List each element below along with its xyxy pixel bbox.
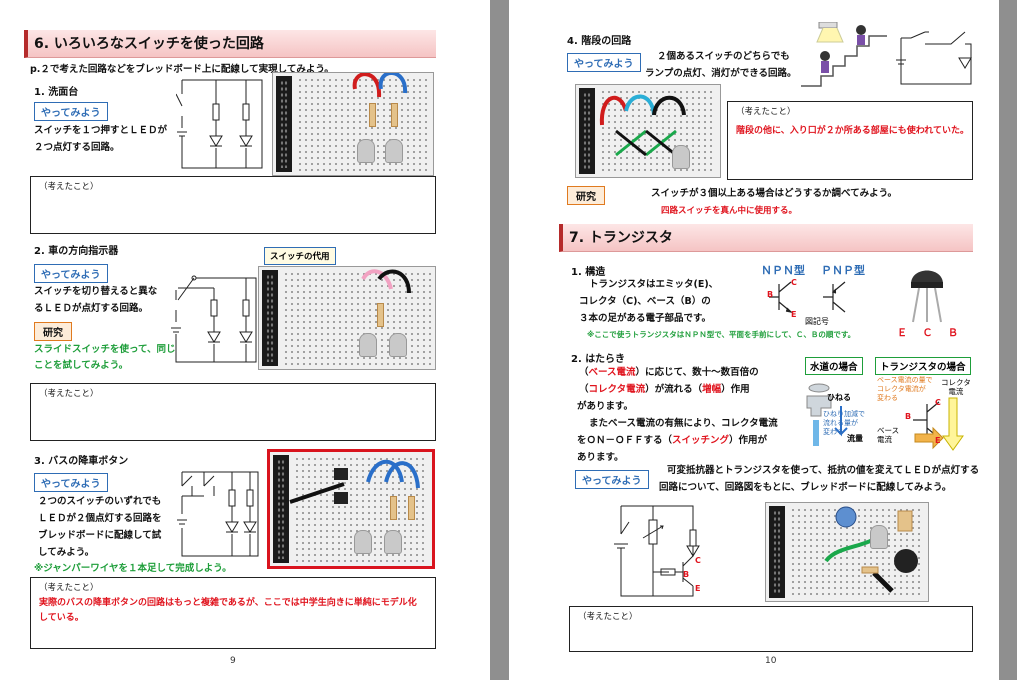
s2-think-box[interactable]: （考えたこと） xyxy=(30,383,436,441)
s1-title: 1. 洗面台 xyxy=(34,87,79,98)
tr-pin-e: E xyxy=(695,584,701,593)
page-10: 4. 階段の回路 やってみよう ２個あるスイッチのどちらでも ランプの点灯、消灯… xyxy=(509,0,999,680)
function-line-6: あります。 xyxy=(577,452,624,463)
pin-order-label: Ｅ Ｃ Ｂ xyxy=(897,328,964,339)
s2-callout: スイッチの代用 xyxy=(264,247,336,265)
structure-line-1: トランジスタはエミッタ(E)、 xyxy=(589,279,719,290)
tr-pin-c: C xyxy=(695,556,701,565)
page-9: 6. いろいろなスイッチを使った回路 p.２で考えた回路などをブレッドボード上に… xyxy=(0,0,490,680)
intro-text: p.２で考えた回路などをブレッドボード上に配線して実現してみよう。 xyxy=(30,64,334,75)
function-line-2: （コレクタ電流）が流れる（増幅）作用 xyxy=(579,384,750,395)
s4-research-text: スイッチが３個以上ある場合はどうするか調べてみよう。 xyxy=(651,188,898,199)
s3-desc-3: ブレッドボードに配線して試 xyxy=(38,530,162,541)
tr-try-line-2: 回路について、回路図をもとに、ブレッドボードに配線してみよう。 xyxy=(659,482,952,493)
npn-pin-e: E xyxy=(791,310,797,319)
s1-circuit-diagram xyxy=(176,76,268,172)
s3-think-answer-1: 実際のバスの降車ボタンの回路はもっと複雑であるが、ここでは中学生向きに単純にモデ… xyxy=(39,598,417,608)
tr-pin-b: B xyxy=(683,570,690,579)
faucet-illustration xyxy=(801,376,871,452)
s4-research-answer: 四路スイッチを真ん中に使用する。 xyxy=(661,206,798,216)
section-title-6: 6. いろいろなスイッチを使った回路 xyxy=(24,30,436,58)
s3-think-box[interactable]: （考えたこと） 実際のバスの降車ボタンの回路はもっと複雑であるが、ここでは中学生… xyxy=(30,577,436,649)
tr-try-tag: やってみよう xyxy=(575,470,649,489)
s2-research-tag: 研究 xyxy=(34,322,72,341)
s4-stairs-illustration xyxy=(801,22,887,88)
s2-breadboard xyxy=(258,266,436,370)
s2-desc-2: るＬＥＤが点灯する回路。 xyxy=(34,303,149,314)
s1-desc-1: スイッチを１つ押すとＬＥＤが xyxy=(34,125,168,136)
transistor-symbols xyxy=(765,278,855,316)
function-line-3: があります。 xyxy=(577,401,634,412)
s1-think-title: （考えたこと） xyxy=(39,182,99,192)
flow-pin-c: C xyxy=(935,398,941,407)
transistor-photo xyxy=(907,262,947,324)
s4-try-tag: やってみよう xyxy=(567,53,641,72)
flow-label: 流量 xyxy=(847,434,863,443)
s4-breadboard xyxy=(575,84,721,178)
s3-try-tag: やってみよう xyxy=(34,473,108,492)
s3-title: 3. バスの降車ボタン xyxy=(34,456,129,467)
twist-label: ひねる xyxy=(827,393,851,402)
function-line-1: （ベース電流）に応じて、数十～数百倍の xyxy=(579,367,759,378)
s2-title: 2. 車の方向指示器 xyxy=(34,246,119,257)
page-number-left: 9 xyxy=(230,656,236,666)
page-number-right: 10 xyxy=(765,656,777,666)
s4-think-box[interactable]: （考えたこと） 階段の他に、入り口が２か所ある部屋にも使われていた。 xyxy=(727,101,973,180)
s1-breadboard xyxy=(272,72,434,176)
structure-note: ※ここで使うトランジスタはＮＰＮ型で、平面を手前にして、Ｃ、Ｂの順です。 xyxy=(587,330,856,339)
s3-note: ※ジャンパーワイヤを１本足して完成しよう。 xyxy=(34,563,232,574)
collector-current-label: コレクタ電流 xyxy=(941,378,971,396)
s1-think-box[interactable]: （考えたこと） xyxy=(30,176,436,234)
s3-desc-2: ＬＥＤが２個点灯する回路を xyxy=(38,513,162,524)
transistor-case-label: トランジスタの場合 xyxy=(875,357,971,375)
base-current-label: ベース電流 xyxy=(877,426,900,444)
s3-desc-1: ２つのスイッチのいずれでも xyxy=(38,496,162,507)
s4-think-title: （考えたこと） xyxy=(736,107,796,117)
tr-think-title: （考えたこと） xyxy=(578,612,638,622)
tr-note: ベース電流の量でコレクタ電流が変わる xyxy=(877,376,933,402)
symbol-label: 図記号 xyxy=(805,317,829,326)
s1-desc-2: ２つ点灯する回路。 xyxy=(34,142,120,153)
s3-circuit-diagram xyxy=(176,466,264,560)
s3-think-title: （考えたこと） xyxy=(39,583,99,593)
s2-try-tag: やってみよう xyxy=(34,264,108,283)
s1-try-tag: やってみよう xyxy=(34,102,108,121)
structure-title: 1. 構造 xyxy=(571,267,606,278)
s4-research-tag: 研究 xyxy=(567,186,605,205)
s4-think-answer: 階段の他に、入り口が２か所ある部屋にも使われていた。 xyxy=(736,126,970,136)
s2-research-1: スライドスイッチを使って、同じ xyxy=(34,344,176,355)
flow-pin-e: E xyxy=(935,436,941,445)
function-line-4: またベース電流の有無により、コレクタ電流 xyxy=(589,418,778,429)
s2-circuit-diagram xyxy=(170,270,262,366)
tr-think-box[interactable]: （考えたこと） xyxy=(569,606,973,652)
section-title-7: 7. トランジスタ xyxy=(559,224,973,252)
s2-research-2: ことを試してみよう。 xyxy=(34,360,129,371)
tr-breadboard xyxy=(765,502,929,602)
tr-circuit-diagram xyxy=(613,500,713,600)
npn-pin-c: C xyxy=(791,278,797,287)
tr-try-line-1: 可変抵抗器とトランジスタを使って、抵抗の値を変えてＬＥＤが点灯する xyxy=(667,465,980,476)
pnp-label: ＰＮＰ型 xyxy=(821,264,865,277)
s3-think-answer-2: している。 xyxy=(39,613,84,623)
s3-desc-4: してみよう。 xyxy=(38,547,95,558)
s4-circuit-diagram xyxy=(895,28,975,88)
water-label: 水道の場合 xyxy=(805,357,863,375)
npn-label: ＮＰＮ型 xyxy=(761,264,805,277)
s2-think-title: （考えたこと） xyxy=(39,389,99,399)
npn-pin-b: B xyxy=(767,290,774,299)
structure-line-2: コレクタ（C)、ベース（B）の xyxy=(579,296,711,307)
function-title: 2. はたらき xyxy=(571,354,626,365)
transistor-flow-diagram xyxy=(905,394,967,452)
s4-desc-1: ２個あるスイッチのどちらでも xyxy=(657,51,790,62)
s3-breadboard xyxy=(267,449,435,569)
s2-desc-1: スイッチを切り替えると異な xyxy=(34,286,158,297)
s4-desc-2: ランプの点灯、消灯ができる回路。 xyxy=(645,68,797,79)
flow-pin-b: B xyxy=(905,412,912,421)
function-line-5: をＯＮ－ＯＦＦする（スイッチング）作用が xyxy=(577,435,768,446)
twist-note: ひねり加減で流れる量が変わる xyxy=(823,410,865,436)
s4-title: 4. 階段の回路 xyxy=(567,36,632,47)
structure-line-3: ３本の足がある電子部品です。 xyxy=(579,313,712,324)
